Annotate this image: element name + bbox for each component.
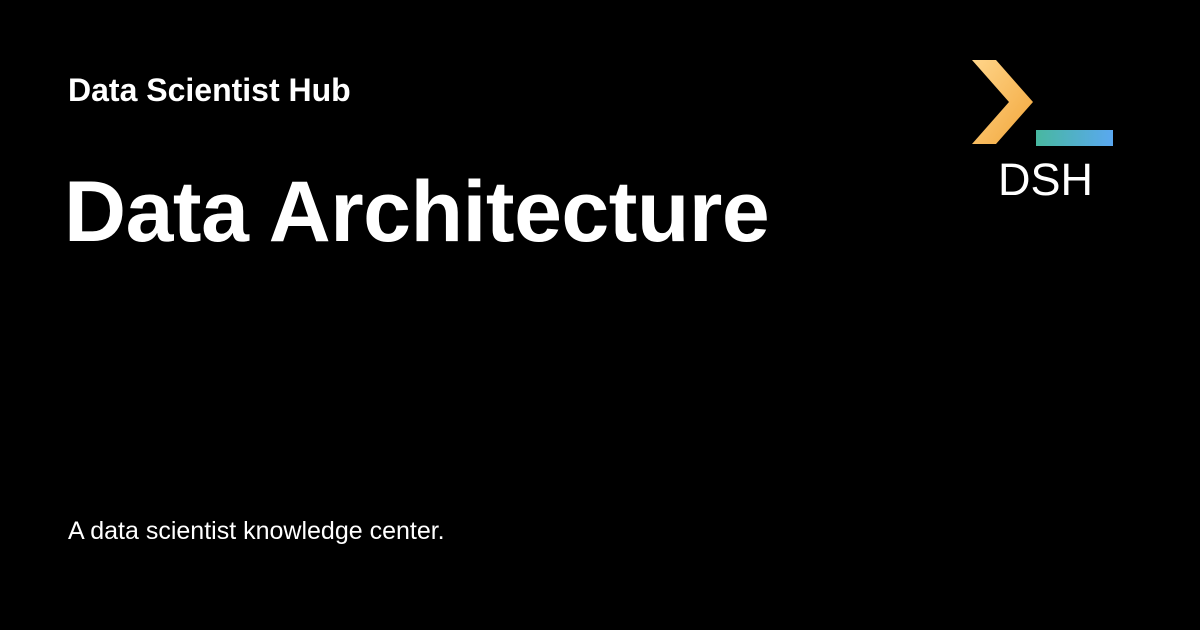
underscore-bar bbox=[1036, 130, 1113, 146]
logo-text: DSH bbox=[998, 154, 1094, 205]
tagline: A data scientist knowledge center. bbox=[68, 517, 445, 545]
page-title: Data Architecture bbox=[64, 164, 770, 260]
site-name: Data Scientist Hub bbox=[68, 72, 351, 108]
site-logo: DSH bbox=[966, 56, 1122, 206]
terminal-prompt-icon bbox=[972, 60, 1113, 146]
chevron-icon bbox=[972, 60, 1033, 144]
